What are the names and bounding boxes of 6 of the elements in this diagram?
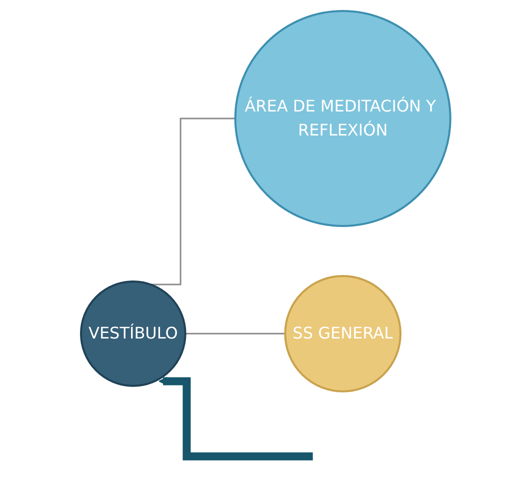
connector — [186, 333, 286, 335]
node-circle: SS GENERAL — [284, 275, 402, 393]
node-circle: VESTÍBULO — [80, 280, 187, 388]
connector — [151, 118, 236, 286]
arrow — [159, 377, 314, 461]
node-circle: ÁREA DE MEDITACIÓN Y REFLEXIÓN — [234, 10, 452, 228]
